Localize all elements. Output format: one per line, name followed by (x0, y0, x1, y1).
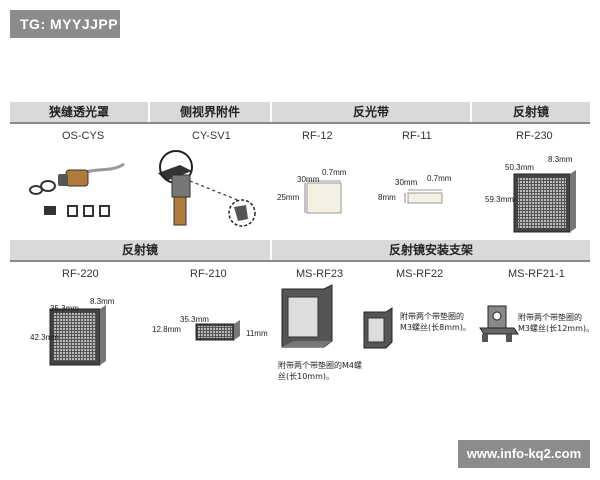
model-rf-12: RF-12 (302, 130, 333, 142)
header-divider-2 (10, 260, 590, 262)
rf-230-width: 50.3mm (505, 163, 534, 172)
ms-rf21-1-illustration (479, 305, 519, 342)
header-divider-1 (10, 122, 590, 124)
rf-210-illustration (195, 320, 240, 341)
rf-11-height: 8mm (378, 193, 396, 202)
rf-230-thickness: 8.3mm (548, 155, 573, 164)
cy-sv1-illustration (158, 150, 256, 227)
rf-12-thickness: 0.7mm (322, 168, 347, 177)
rf-12-height: 25mm (277, 193, 300, 202)
rf-11-illustration (404, 189, 443, 204)
model-rf-230: RF-230 (516, 130, 553, 142)
ms-rf23-note-line1: 附带两个带垫圈的M4螺 (278, 361, 362, 370)
watermark: www.info-kq2.com (458, 440, 590, 468)
rf-220-illustration (49, 305, 106, 366)
ms-rf22-illustration (363, 307, 393, 349)
rf-11-thickness: 0.7mm (427, 174, 452, 183)
rf-220-height: 42.3mm (30, 333, 59, 342)
model-rf-11: RF-11 (402, 130, 432, 142)
model-ms-rf21-1: MS-RF21-1 (508, 268, 565, 280)
rf-210-height: 12.8mm (152, 325, 181, 334)
header-reflector-2: 反射镜 (10, 240, 270, 260)
header-reflective-tape: 反光带 (272, 102, 470, 122)
ms-rf23-illustration (281, 284, 333, 348)
rf-230-height: 59.3mm (485, 195, 514, 204)
rf-12-width: 30mm (297, 175, 320, 184)
ms-rf22-note-line2: M3螺丝(长8mm)。 (400, 323, 471, 332)
ms-rf23-note-line2: 丝(长10mm)。 (278, 372, 335, 381)
model-rf-210: RF-210 (190, 268, 227, 280)
header-reflector-1: 反射镜 (472, 102, 590, 122)
header-reflector-mounting-bracket: 反射镜安装支架 (272, 240, 590, 260)
model-ms-rf23: MS-RF23 (296, 268, 344, 280)
rf-210-width: 35.3mm (180, 315, 209, 324)
rf-210-thickness: 11mm (246, 329, 268, 338)
rf-220-thickness: 8.3mm (90, 297, 115, 306)
tag-label: TG: MYYJJPP (10, 10, 120, 38)
rf-230-illustration (513, 170, 576, 233)
model-os-cys: OS-CYS (62, 130, 105, 142)
rf-220-width: 35.3mm (50, 304, 79, 313)
os-cys-illustration (29, 162, 125, 217)
ms-rf21-1-note-line1: 附带两个带垫圈的 (518, 313, 582, 322)
rf-12-illustration (304, 180, 342, 214)
model-rf-220: RF-220 (62, 268, 99, 280)
ms-rf21-1-note-line2: M3螺丝(长12mm)。 (518, 324, 594, 333)
header-slit-cover: 狭缝透光罩 (10, 102, 148, 122)
model-cy-sv1: CY-SV1 (192, 130, 231, 142)
rf-11-width: 30mm (395, 178, 418, 187)
ms-rf22-note-line1: 附带两个带垫圈的 (400, 312, 464, 321)
header-side-view-attachment: 侧视界附件 (150, 102, 270, 122)
model-ms-rf22: MS-RF22 (396, 268, 444, 280)
